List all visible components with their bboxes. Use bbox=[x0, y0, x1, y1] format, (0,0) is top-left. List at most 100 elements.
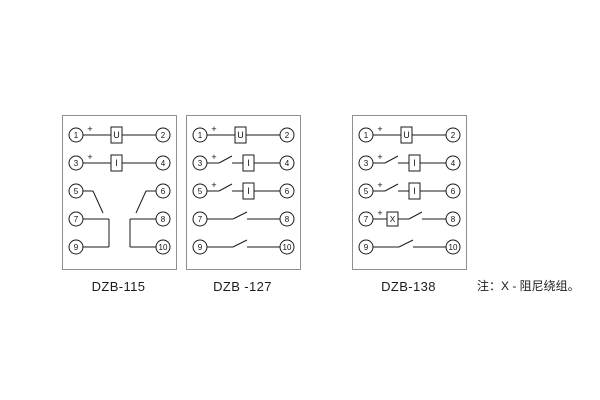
terminal-7 bbox=[192, 211, 208, 227]
switch-blade bbox=[92, 190, 104, 214]
terminal-number: 3 bbox=[74, 159, 79, 168]
switch-blade bbox=[384, 183, 399, 192]
dzb-138-schematic: 1 2 3 4 5 6 7 8 9 10 + + + + U I I X bbox=[352, 115, 467, 270]
terminal-2 bbox=[155, 127, 171, 143]
terminal-number: 8 bbox=[285, 215, 290, 224]
terminal-6 bbox=[445, 183, 461, 199]
polarity-plus: + bbox=[211, 124, 216, 134]
terminal-5 bbox=[192, 183, 208, 199]
diagram-text: 1 2 3 4 5 6 7 8 9 10 + + + + U I I X bbox=[364, 124, 458, 252]
polarity-plus: + bbox=[87, 152, 92, 162]
voltage-coil-letter: U bbox=[403, 130, 410, 140]
wiring bbox=[83, 126, 156, 248]
diagram-dzb-115: 1 2 3 4 5 6 7 8 9 10 + + U I DZB-115 bbox=[62, 115, 177, 294]
terminal-number: 9 bbox=[364, 243, 369, 252]
polarity-plus: + bbox=[211, 180, 216, 190]
terminal-circles bbox=[68, 127, 171, 255]
terminal-number: 10 bbox=[449, 243, 458, 252]
current-coil-letter: I bbox=[247, 158, 250, 168]
switch-blade bbox=[135, 190, 147, 214]
terminal-4 bbox=[279, 155, 295, 171]
terminal-number: 8 bbox=[451, 215, 456, 224]
terminal-3 bbox=[192, 155, 208, 171]
polarity-plus: + bbox=[377, 180, 382, 190]
terminal-number: 6 bbox=[451, 187, 456, 196]
diagram-dzb-127: 1 2 3 4 5 6 7 8 9 10 + + + U I I DZB -12… bbox=[186, 115, 301, 294]
damping-winding-letter: X bbox=[390, 215, 396, 224]
terminal-number: 3 bbox=[198, 159, 203, 168]
switch-blade bbox=[232, 211, 248, 220]
terminal-circles bbox=[192, 127, 295, 255]
voltage-coil-letter: U bbox=[113, 130, 120, 140]
diagram-label-dzb-115: DZB-115 bbox=[91, 279, 146, 294]
terminal-number: 8 bbox=[161, 215, 166, 224]
terminal-number: 2 bbox=[451, 131, 456, 140]
diagram-text: 1 2 3 4 5 6 7 8 9 10 + + + U I I bbox=[198, 124, 292, 252]
terminal-number: 4 bbox=[451, 159, 456, 168]
diagram-label-dzb-138: DZB-138 bbox=[381, 279, 436, 294]
diagram-text: 1 2 3 4 5 6 7 8 9 10 + + U I bbox=[74, 124, 168, 252]
polarity-plus: + bbox=[377, 208, 382, 218]
terminal-number: 4 bbox=[285, 159, 290, 168]
switch-blade bbox=[408, 211, 423, 220]
terminal-number: 6 bbox=[161, 187, 166, 196]
terminal-number: 7 bbox=[74, 215, 79, 224]
terminal-4 bbox=[445, 155, 461, 171]
dzb-115-schematic: 1 2 3 4 5 6 7 8 9 10 + + U I bbox=[62, 115, 177, 270]
dzb-127-schematic: 1 2 3 4 5 6 7 8 9 10 + + + U I I bbox=[186, 115, 301, 270]
polarity-plus: + bbox=[377, 124, 382, 134]
terminal-7 bbox=[68, 211, 84, 227]
terminal-number: 5 bbox=[198, 187, 203, 196]
voltage-coil-letter: U bbox=[237, 130, 244, 140]
terminal-number: 7 bbox=[364, 215, 369, 224]
current-coil-letter: I bbox=[247, 186, 250, 196]
diagram-label-dzb-127: DZB -127 bbox=[213, 279, 272, 294]
note-text: 注：X - 阻尼绕组。 bbox=[477, 279, 580, 293]
terminal-number: 10 bbox=[159, 243, 168, 252]
terminal-6 bbox=[155, 183, 171, 199]
wiring bbox=[373, 126, 446, 248]
terminal-number: 2 bbox=[285, 131, 290, 140]
wiring bbox=[207, 126, 280, 248]
terminal-circles bbox=[358, 127, 461, 255]
switch-blade bbox=[232, 239, 248, 248]
terminal-5 bbox=[68, 183, 84, 199]
terminal-1 bbox=[68, 127, 84, 143]
terminal-9 bbox=[192, 239, 208, 255]
terminal-3 bbox=[68, 155, 84, 171]
current-coil-letter: I bbox=[413, 186, 416, 196]
switch-blade bbox=[218, 183, 233, 192]
terminal-7 bbox=[358, 211, 374, 227]
terminal-number: 1 bbox=[198, 131, 203, 140]
terminal-6 bbox=[279, 183, 295, 199]
terminal-number: 2 bbox=[161, 131, 166, 140]
terminal-1 bbox=[192, 127, 208, 143]
terminal-number: 7 bbox=[198, 215, 203, 224]
terminal-4 bbox=[155, 155, 171, 171]
terminal-9 bbox=[358, 239, 374, 255]
terminal-10 bbox=[445, 239, 461, 255]
terminal-8 bbox=[445, 211, 461, 227]
polarity-plus: + bbox=[377, 152, 382, 162]
terminal-number: 4 bbox=[161, 159, 166, 168]
terminal-8 bbox=[279, 211, 295, 227]
terminal-number: 9 bbox=[198, 243, 203, 252]
terminal-number: 5 bbox=[364, 187, 369, 196]
current-coil-letter: I bbox=[413, 158, 416, 168]
terminal-10 bbox=[155, 239, 171, 255]
terminal-number: 1 bbox=[364, 131, 369, 140]
terminal-9 bbox=[68, 239, 84, 255]
terminal-number: 5 bbox=[74, 187, 79, 196]
polarity-plus: + bbox=[87, 124, 92, 134]
terminal-2 bbox=[445, 127, 461, 143]
terminal-number: 9 bbox=[74, 243, 79, 252]
terminal-1 bbox=[358, 127, 374, 143]
switch-blade bbox=[384, 155, 399, 164]
terminal-number: 10 bbox=[283, 243, 292, 252]
switch-blade bbox=[398, 239, 414, 248]
terminal-5 bbox=[358, 183, 374, 199]
terminal-number: 3 bbox=[364, 159, 369, 168]
terminal-3 bbox=[358, 155, 374, 171]
terminal-number: 1 bbox=[74, 131, 79, 140]
